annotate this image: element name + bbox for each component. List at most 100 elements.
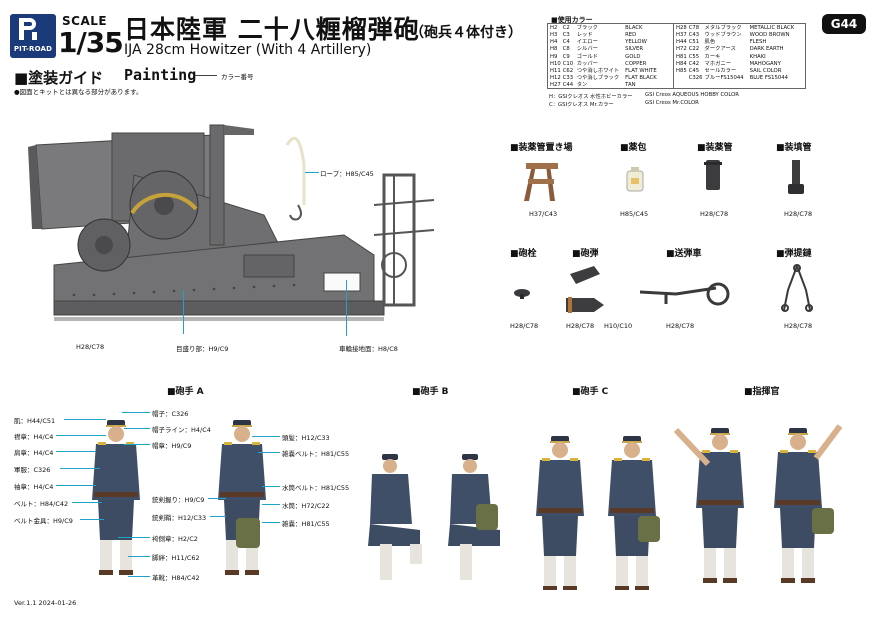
label-skin: 肌：H44/C51 [14,417,56,425]
color-code-c: C326 [688,75,703,82]
acc-color-charge-tube: H28/C78 [700,210,729,218]
charge-rack-icon [524,163,558,201]
product-code-badge: G44 [822,14,866,34]
color-name-en: COPPER [625,60,647,67]
shell-icon [566,266,604,313]
color-code-c: C9 [562,53,570,60]
color-code-h: H9 [550,53,558,60]
label-belt: ベルト：H84/C42 [14,500,69,508]
color-code-h: H28 [676,25,687,31]
color-name-jp: シルバー [576,46,598,53]
color-code-c: C2 [562,25,570,31]
shell-cart-icon [639,282,730,306]
label-belt-buckle: ベルト金具：H9/C9 [14,517,73,525]
acc-color-plug: H28/C78 [510,322,539,330]
version-label: Ver.1.1 2024-01-26 [14,599,77,607]
color-code-h: H8 [550,46,558,53]
color-name-en: FLAT BLACK [625,75,657,82]
shell-chain-icon [781,264,813,312]
color-code-h: H10 [550,60,561,67]
color-code-c: C8 [562,46,570,53]
color-name-jp: レッド [576,32,593,39]
color-name-jp: マホガニー [704,60,732,67]
color-code-h: H3 [550,32,558,39]
figure-a-title: ■砲手 A [167,387,204,397]
leader-cuff [56,485,96,486]
color-name-jp: つや消しブラック [576,75,620,82]
color-name-jp: カッパー [576,60,598,67]
acc-title-cartridge: ■薬包 [620,143,647,153]
color-name-jp: タン [576,82,588,89]
legend-h-right: GSI Creos AQUEOUS HOBBY COLOR [645,92,739,98]
color-name-jp: メタルブラック [704,25,742,31]
leader-cap [122,412,150,413]
figure-b-title: ■砲手 B [412,387,449,397]
loading-tube-icon [788,160,804,194]
color-code-h: H2 [550,25,558,31]
brand-name: PIT-ROAD [13,45,53,53]
color-code-c: C78 [688,25,700,31]
color-name-en: YELLOW [625,39,647,46]
pit-road-logo-icon [19,18,37,40]
color-name-en: TAN [625,82,636,89]
leader-skin [64,419,106,420]
label-uniform: 軍服：C326 [14,466,51,474]
commander-title: ■指揮官 [744,387,780,397]
acc-title-charge-tube: ■装薬管 [697,143,733,153]
color-code-c: C33 [562,75,574,82]
leader-canteen [262,504,280,505]
leader-canteen-strap [262,486,280,487]
color-code-h: H12 [550,75,561,82]
acc-color-shell-band: H10/C10 [604,322,633,330]
color-name-en: WOOD BROWN [749,32,790,39]
color-name-jp: ダークアース [704,46,736,53]
color-name-jp: セールカラー [704,67,737,74]
label-collar-insignia: 襟章：H4/C4 [14,433,54,441]
leader-hair [252,436,280,437]
leader-gaiters [128,556,150,557]
acc-color-rack: H37/C43 [529,210,558,218]
color-name-en: RED [625,32,637,39]
color-name-en: FLAT WHITE [625,67,657,74]
leader-buckle [80,519,104,520]
figure-c-title: ■砲手 C [572,387,609,397]
kit-difference-note: ●図面とキットとは異なる部分があります。 [14,88,143,96]
leader-bayonet-grip [208,498,226,499]
charge-tube-icon [704,160,722,190]
leader-shoulder [56,451,96,452]
color-name-en: FLESH [749,39,767,46]
color-number-leader [195,75,217,76]
color-name-jp: イエロー [576,39,598,46]
leader-cap-badge [124,444,150,445]
color-name-jp: つや消しホワイト [576,67,620,74]
color-name-jp: カーキ [704,53,721,60]
title-jp: 日本陸軍 二十八糎榴弾砲 [124,15,420,44]
color-name-en: METALLIC BLACK [749,25,795,31]
color-name-jp: ブラック [576,25,598,31]
leader-scale-marks [183,290,184,334]
title-en: IJA 28cm Howitzer (With 4 Artillery) [124,42,372,58]
color-name-en: BLUE FS15044 [749,75,789,82]
color-code-c: C51 [688,39,700,46]
acc-color-shell: H28/C78 [566,322,595,330]
acc-title-shell-cart: ■送弾車 [666,249,702,259]
leader-uniform [60,468,100,469]
label-howitzer-body: H28/C78 [76,343,105,351]
acc-color-shell-chain: H28/C78 [784,322,813,330]
label-rope: ロープ：H85/C45 [320,170,374,178]
color-code-c: C4 [562,39,570,46]
color-table-divider [673,24,674,88]
legend-h-left: H：GSIクレオス 水性ホビーカラー [549,94,633,100]
